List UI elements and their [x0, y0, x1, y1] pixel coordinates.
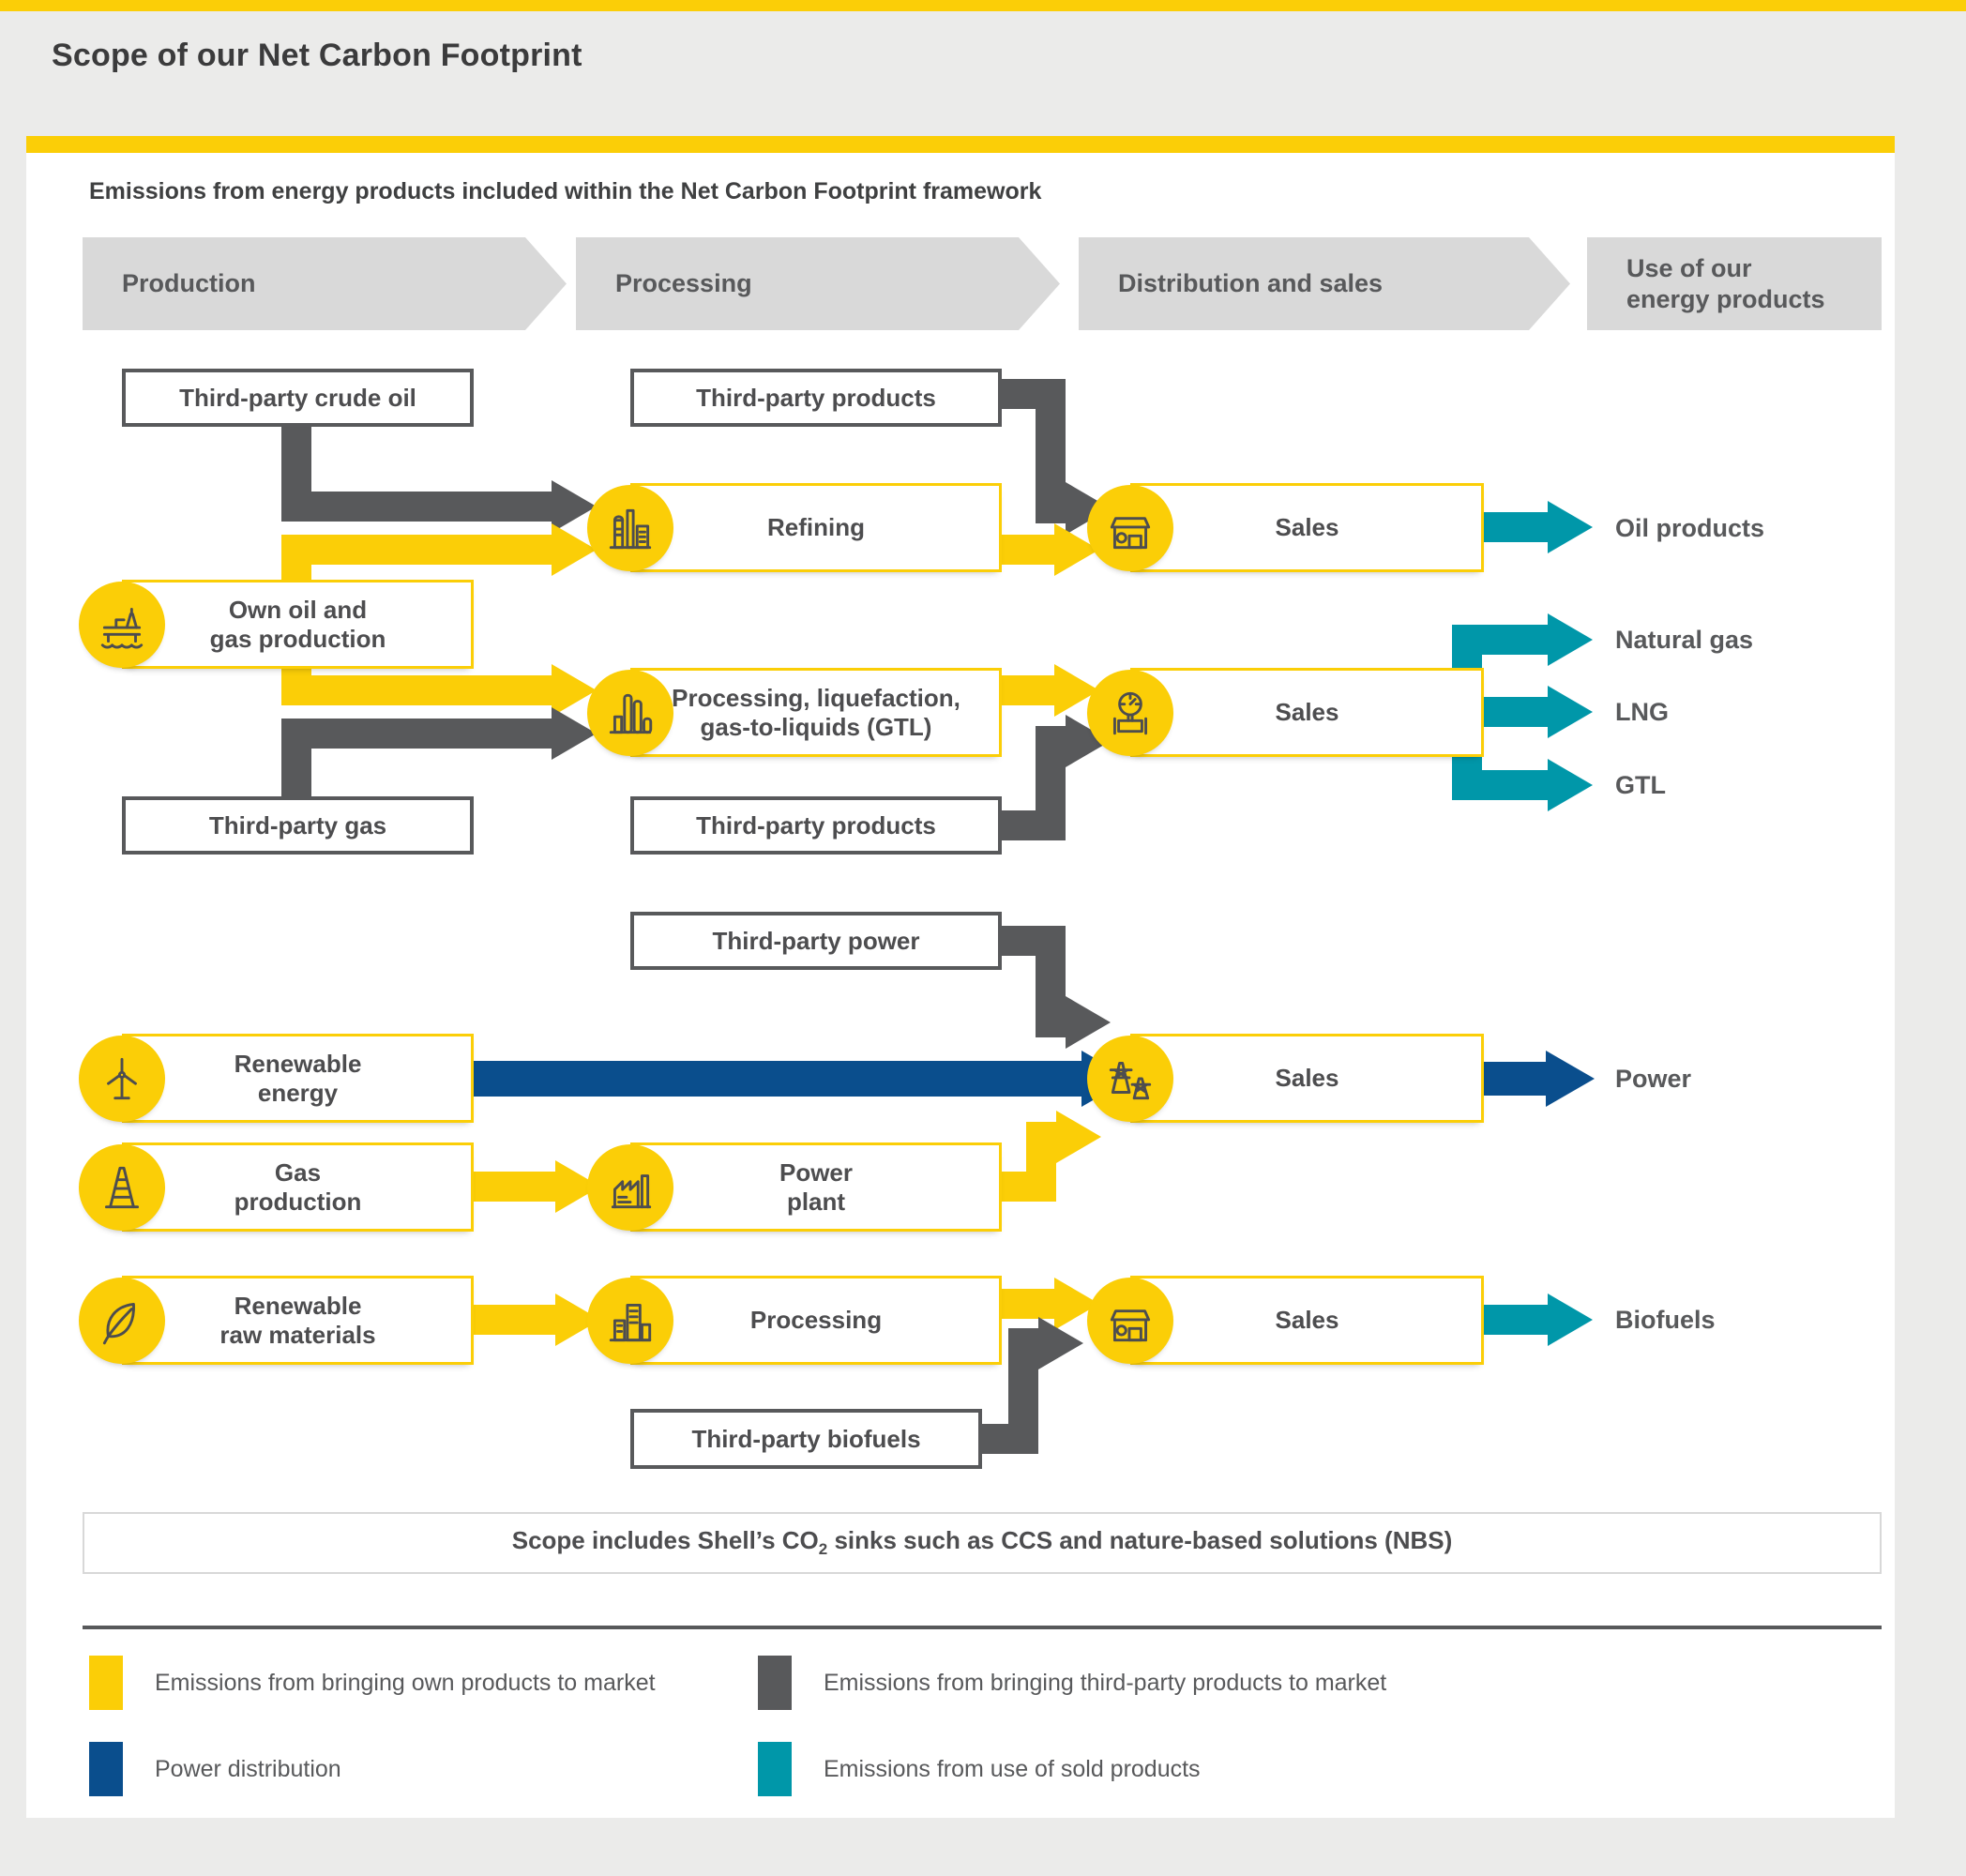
node-sales-gas: Sales: [1087, 668, 1484, 757]
node-third-party-products-gas: Third-party products: [630, 796, 1002, 855]
legend-sold-products: Emissions from use of sold products: [758, 1742, 1201, 1796]
wind-turbine-icon: [79, 1035, 165, 1122]
output-power: Power: [1615, 1065, 1692, 1093]
offshore-platform-icon: [79, 581, 165, 668]
oil-derrick-icon: [79, 1143, 165, 1231]
node-sales-oil: Sales: [1087, 483, 1484, 572]
legend-swatch-dark-gray: [758, 1656, 792, 1710]
node-renewable-energy: Renewable energy: [79, 1034, 474, 1123]
node-third-party-gas: Third-party gas: [122, 796, 474, 855]
power-plant-icon: [587, 1143, 673, 1231]
legend-power-distribution: Power distribution: [89, 1742, 341, 1796]
page-title: Scope of our Net Carbon Footprint: [52, 38, 582, 73]
node-gas-production: Gas production: [79, 1142, 474, 1232]
node-processing-biofuels: Processing: [587, 1276, 1002, 1365]
scope-note-text: Scope includes Shell’s CO2 sinks such as…: [511, 1526, 1453, 1559]
node-third-party-biofuels: Third-party biofuels: [630, 1409, 982, 1469]
top-accent-bar: [0, 0, 1966, 11]
node-third-party-products-oil: Third-party products: [630, 369, 1002, 427]
stage-production: Production: [83, 237, 567, 330]
node-refining: Refining: [587, 483, 1002, 572]
output-gtl: GTL: [1615, 771, 1666, 799]
node-sales-biofuels: Sales: [1087, 1276, 1484, 1365]
output-natural-gas: Natural gas: [1615, 626, 1754, 654]
node-processing-liquefaction-gtl: Processing, liquefaction, gas-to-liquids…: [587, 668, 1002, 757]
pylon-icon: [1087, 1035, 1173, 1122]
node-third-party-power: Third-party power: [630, 912, 1002, 970]
node-sales-power: Sales: [1087, 1034, 1484, 1123]
node-own-oil-and-gas-production: Own oil and gas production: [79, 580, 474, 669]
stage-use-of-energy-products: Use of our energy products: [1587, 237, 1882, 330]
stage-processing: Processing: [576, 237, 1060, 330]
refinery-icon: [587, 484, 673, 571]
output-lng: LNG: [1615, 698, 1669, 726]
legend-swatch-blue: [89, 1742, 123, 1796]
node-renewable-raw-materials: Renewable raw materials: [79, 1276, 474, 1365]
shop-icon: [1087, 484, 1173, 571]
gas-plant-icon: [587, 669, 673, 756]
diagram-subtitle: Emissions from energy products included …: [89, 178, 1042, 204]
title-divider-bar: [26, 136, 1895, 153]
output-biofuels: Biofuels: [1615, 1306, 1716, 1334]
scope-note: Scope includes Shell’s CO2 sinks such as…: [83, 1512, 1882, 1574]
pipe-gauge-icon: [1087, 669, 1173, 756]
legend-own-products: Emissions from bringing own products to …: [89, 1656, 656, 1710]
node-third-party-crude-oil: Third-party crude oil: [122, 369, 474, 427]
leaf-icon: [79, 1277, 165, 1364]
legend-divider: [83, 1626, 1882, 1629]
legend-third-party-products: Emissions from bringing third-party prod…: [758, 1656, 1386, 1710]
output-oil-products: Oil products: [1615, 514, 1765, 542]
node-power-plant: Power plant: [587, 1142, 1002, 1232]
legend-swatch-yellow: [89, 1656, 123, 1710]
legend-swatch-teal: [758, 1742, 792, 1796]
shop-icon: [1087, 1277, 1173, 1364]
stage-distribution-and-sales: Distribution and sales: [1079, 237, 1570, 330]
buildings-icon: [587, 1277, 673, 1364]
